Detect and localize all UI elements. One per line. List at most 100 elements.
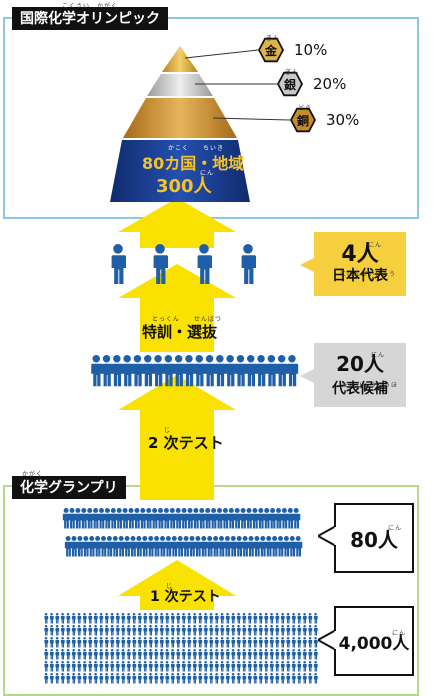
- person-icon: [170, 637, 175, 648]
- person-icon: [148, 661, 153, 672]
- person-icon: [269, 661, 274, 672]
- person-icon: [308, 661, 313, 672]
- person-icon: [110, 649, 115, 660]
- person-icon: [66, 673, 71, 684]
- person-icon: [203, 661, 208, 672]
- silver-percent: 20%: [313, 75, 347, 93]
- person-icon: [170, 649, 175, 660]
- person-icon: [121, 661, 126, 672]
- person-icon: [297, 661, 302, 672]
- person-icon: [214, 355, 227, 387]
- person-icon: [220, 649, 225, 660]
- person-icon: [280, 625, 285, 636]
- person-icon: [71, 649, 76, 660]
- person-icon: [203, 613, 208, 624]
- person-icon: [280, 661, 285, 672]
- person-icon: [163, 508, 171, 529]
- person-icon: [230, 536, 238, 557]
- person-icon: [74, 508, 82, 529]
- person-icon: [192, 637, 197, 648]
- arrow-first-test: [118, 560, 236, 610]
- person-icon: [253, 637, 258, 648]
- person-icon: [247, 536, 256, 557]
- person-icon: [231, 637, 236, 648]
- person-icon: [222, 508, 230, 529]
- person-icon: [98, 508, 106, 529]
- person-icon: [231, 661, 236, 672]
- person-icon: [176, 673, 181, 684]
- person-icon: [181, 637, 186, 648]
- person-icon: [153, 536, 161, 557]
- person-icon: [121, 649, 126, 660]
- person-icon: [187, 649, 192, 660]
- person-icon: [165, 613, 170, 624]
- person-icon: [170, 661, 175, 672]
- person-icon: [291, 637, 296, 648]
- person-icon: [235, 536, 244, 557]
- person-icon: [283, 536, 291, 557]
- person-icon: [241, 536, 250, 557]
- representatives-pointer: [300, 257, 316, 273]
- person-icon: [313, 649, 318, 660]
- person-icon: [247, 637, 252, 648]
- person-icon: [236, 673, 241, 684]
- person-icon: [302, 661, 307, 672]
- person-icon: [233, 508, 242, 529]
- person-icon: [308, 613, 313, 624]
- olympiad-title: 国際化学オリンピック: [12, 7, 168, 30]
- person-icon: [93, 673, 98, 684]
- person-icon: [214, 613, 219, 624]
- person-icon: [181, 613, 186, 624]
- person-icon: [286, 661, 291, 672]
- person-icon: [187, 613, 192, 624]
- gold-medal-icon: 金: [258, 37, 284, 63]
- person-icon: [275, 613, 280, 624]
- person-icon: [104, 613, 109, 624]
- person-icon: [224, 536, 232, 557]
- person-icon: [180, 508, 189, 529]
- person-icon: [187, 625, 192, 636]
- person-icon: [132, 673, 137, 684]
- person-icon: [192, 508, 200, 529]
- person-icon: [82, 673, 87, 684]
- person-icon: [183, 355, 196, 387]
- person-icon: [297, 637, 302, 648]
- person-icon: [192, 649, 197, 660]
- person-icon: [214, 673, 219, 684]
- person-icon: [71, 625, 76, 636]
- person-icon: [88, 649, 93, 660]
- person-icon: [313, 625, 318, 636]
- person-icon: [169, 508, 177, 529]
- person-icon: [308, 673, 313, 684]
- olympiad-title-ruby: こくさい かがく: [62, 3, 119, 10]
- person-icon: [235, 355, 247, 387]
- person-icon: [93, 649, 98, 660]
- person-icon: [197, 244, 212, 284]
- person-icon: [44, 637, 49, 648]
- person-icon: [266, 355, 278, 387]
- person-icon: [302, 613, 307, 624]
- first-test-ruby: じ: [166, 583, 174, 590]
- person-icon: [100, 536, 108, 557]
- person-icon: [225, 637, 230, 648]
- person-icon: [171, 536, 179, 557]
- pyramid-base-line2: 300人: [156, 176, 212, 197]
- person-icon: [115, 637, 120, 648]
- first-round-ruby: にん: [388, 525, 403, 532]
- person-icon: [143, 637, 148, 648]
- person-icon: [218, 536, 226, 557]
- person-icon: [291, 649, 296, 660]
- person-icon: [302, 637, 307, 648]
- person-icon: [212, 536, 220, 557]
- person-icon: [214, 661, 219, 672]
- grandprix-title-ruby: かがく: [22, 471, 44, 478]
- person-icon: [220, 661, 225, 672]
- person-icon: [115, 625, 120, 636]
- person-icon: [286, 637, 291, 648]
- person-icon: [242, 625, 247, 636]
- person-icon: [294, 536, 303, 557]
- person-icon: [280, 649, 285, 660]
- person-icon: [259, 536, 267, 557]
- person-icon: [291, 613, 296, 624]
- person-icon: [194, 355, 206, 387]
